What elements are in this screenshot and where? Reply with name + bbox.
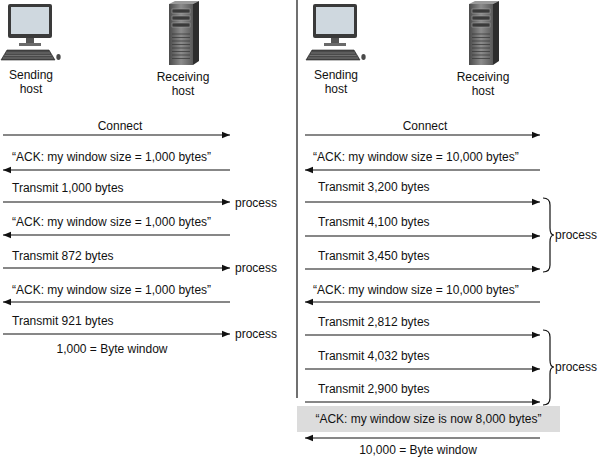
host-node: Sending host <box>305 0 367 96</box>
message-arrow <box>3 333 230 334</box>
message-arrow <box>3 301 230 302</box>
host-node: Sending host <box>0 0 62 96</box>
message-label: Transmit 872 bytes <box>12 248 114 264</box>
message-arrow <box>3 201 230 202</box>
message-label: Transmit 1,000 bytes <box>12 180 124 196</box>
host-label: Sending host <box>0 68 62 96</box>
message-label: process <box>555 359 597 375</box>
message-arrow <box>3 134 230 135</box>
server-icon <box>449 0 517 66</box>
host-label: Receiving host <box>149 70 217 98</box>
message-arrow <box>305 401 540 402</box>
host-node: Receiving host <box>449 0 517 98</box>
message-label: Connect <box>403 118 448 134</box>
message-label: Transmit 3,450 bytes <box>318 248 430 264</box>
message-label: 10,000 = Byte window <box>359 442 477 458</box>
message-label: Transmit 921 bytes <box>12 313 114 329</box>
message-label: Connect <box>98 118 143 134</box>
message-arrow <box>305 201 540 202</box>
brace <box>543 330 554 405</box>
message-label: “ACK: my window size = 1,000 bytes” <box>12 149 211 165</box>
message-label: Transmit 4,100 bytes <box>318 214 430 230</box>
message-label: “ACK: my window size = 1,000 bytes” <box>12 282 211 298</box>
message-arrow <box>3 267 230 268</box>
ack-text: “ACK: my window size is now 8,000 bytes” <box>315 412 541 426</box>
message-arrow <box>3 234 230 235</box>
panel-divider <box>296 0 297 398</box>
message-arrow <box>305 169 540 170</box>
message-label: process <box>235 260 277 276</box>
message-arrow <box>305 235 540 236</box>
message-label: Transmit 3,200 bytes <box>318 179 430 195</box>
message-arrow <box>305 268 540 269</box>
message-arrow <box>305 437 540 438</box>
host-label: Receiving host <box>449 70 517 98</box>
message-arrow <box>3 169 230 170</box>
message-arrow <box>305 368 540 369</box>
message-label: Transmit 4,032 bytes <box>318 348 430 364</box>
message-arrow <box>305 334 540 335</box>
computer-icon <box>0 0 62 64</box>
message-label: Transmit 2,812 bytes <box>318 314 430 330</box>
host-label: Sending host <box>305 68 367 96</box>
server-icon <box>149 0 217 66</box>
message-label: process <box>235 195 277 211</box>
message-label: process <box>555 227 597 243</box>
message-label: “ACK: my window size = 10,000 bytes” <box>313 149 519 165</box>
computer-icon <box>305 0 367 64</box>
host-node: Receiving host <box>149 0 217 98</box>
message-label: 1,000 = Byte window <box>56 341 167 357</box>
message-label: Transmit 2,900 bytes <box>318 381 430 397</box>
message-arrow <box>305 301 540 302</box>
message-arrow <box>305 134 540 135</box>
message-label: “ACK: my window size = 1,000 bytes” <box>12 214 211 230</box>
ack-band: “ACK: my window size is now 8,000 bytes” <box>297 406 560 432</box>
brace <box>543 198 554 272</box>
message-label: process <box>235 326 277 342</box>
message-label: “ACK: my window size = 10,000 bytes” <box>313 282 519 298</box>
